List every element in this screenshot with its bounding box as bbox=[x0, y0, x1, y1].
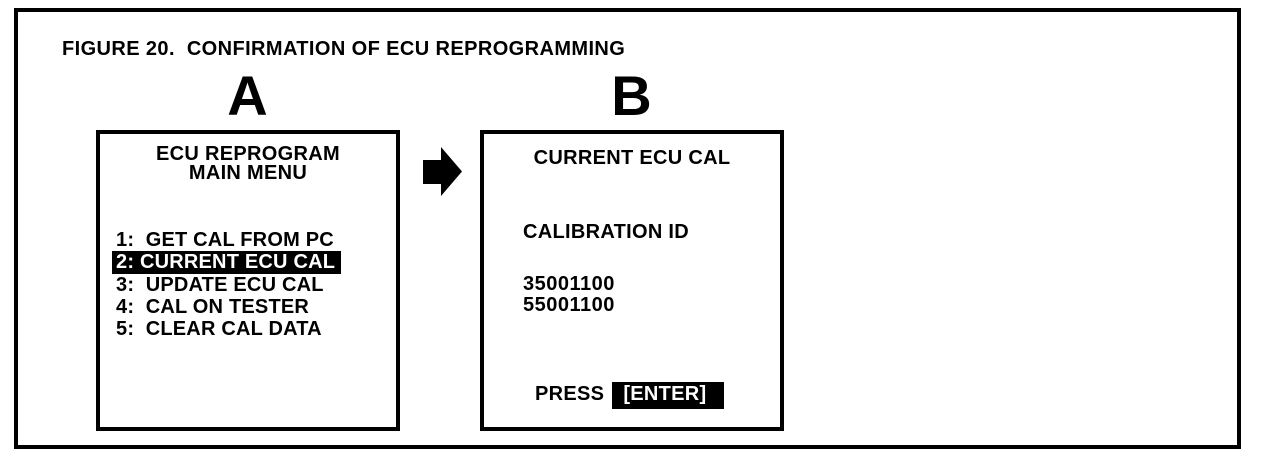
menu-item-label: 3: UPDATE ECU CAL bbox=[116, 274, 324, 296]
screen-b-current-ecu-cal: CURRENT ECU CAL CALIBRATION ID 35001100 … bbox=[480, 130, 784, 431]
menu-item-clear-cal-data: 5: CLEAR CAL DATA bbox=[116, 318, 396, 340]
panel-a-label: A bbox=[227, 64, 269, 127]
calibration-id-label: CALIBRATION ID bbox=[523, 221, 690, 243]
screen-a-title-line2: MAIN MENU bbox=[188, 162, 308, 184]
menu-item-label: 1: GET CAL FROM PC bbox=[116, 229, 334, 251]
screen-a-title-line1: ECU REPROGRAM bbox=[156, 143, 340, 165]
calibration-id-value: 55001100 bbox=[523, 294, 615, 316]
screen-b-title: CURRENT ECU CAL bbox=[533, 147, 731, 169]
screen-a-main-menu: ECU REPROGRAM MAIN MENU 1: GET CAL FROM … bbox=[96, 130, 400, 431]
menu-item-label: 4: CAL ON TESTER bbox=[116, 296, 310, 318]
enter-key-highlight: [ENTER] bbox=[612, 382, 724, 409]
calibration-id-value: 35001100 bbox=[523, 273, 615, 295]
menu-item-label-highlighted: 2: CURRENT ECU CAL bbox=[112, 251, 342, 274]
menu-item-label: 5: CLEAR CAL DATA bbox=[116, 318, 322, 340]
press-enter-prompt: PRESS [ENTER] bbox=[535, 382, 724, 409]
panel-b-label: B bbox=[611, 64, 653, 127]
calibration-id-list: 35001100 55001100 bbox=[523, 274, 780, 316]
menu-item-cal-on-tester: 4: CAL ON TESTER bbox=[116, 296, 396, 318]
figure-caption: FIGURE 20. CONFIRMATION OF ECU REPROGRAM… bbox=[62, 38, 626, 60]
figure-frame: FIGURE 20. CONFIRMATION OF ECU REPROGRAM… bbox=[14, 8, 1241, 449]
arrow-right-icon bbox=[423, 147, 462, 196]
menu-item-current-ecu-cal-selected: 2: CURRENT ECU CAL bbox=[112, 251, 396, 274]
menu-item-update-ecu-cal: 3: UPDATE ECU CAL bbox=[116, 274, 396, 296]
screen-a-header: ECU REPROGRAM MAIN MENU bbox=[100, 143, 396, 184]
menu-item-get-cal-from-pc: 1: GET CAL FROM PC bbox=[116, 229, 396, 251]
press-label: PRESS bbox=[535, 383, 605, 405]
main-menu-list: 1: GET CAL FROM PC 2: CURRENT ECU CAL 3:… bbox=[100, 229, 396, 340]
